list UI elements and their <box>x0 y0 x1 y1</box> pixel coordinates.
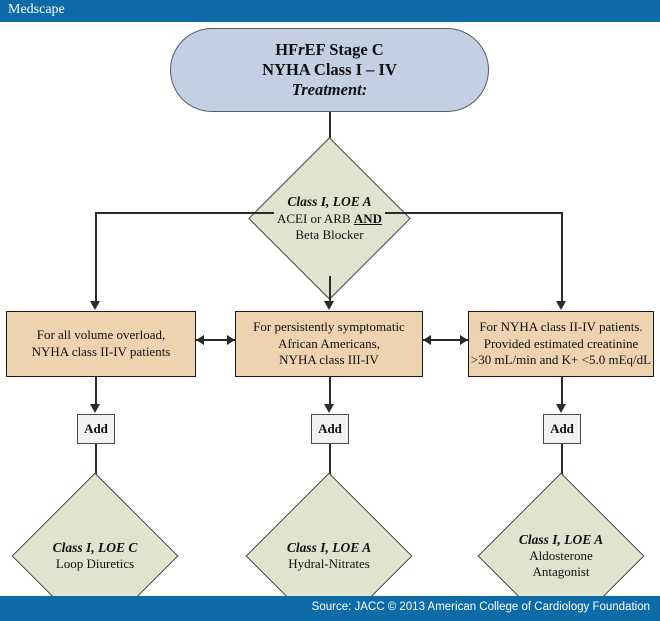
connector-to-box-middle <box>329 276 331 302</box>
branch-bus-left <box>96 212 274 214</box>
connector-box-middle-to-add <box>329 377 331 405</box>
connector-box-left-to-add <box>95 377 97 405</box>
add-label-right: Add <box>550 421 574 436</box>
criteria-mid-line-2: African Americans, <box>278 335 380 351</box>
medscape-header-bar: Medscape <box>0 0 660 22</box>
connector-box-right-to-add <box>561 377 563 405</box>
link-middle-right-line <box>423 339 468 341</box>
box-criteria-creatinine-potassium: For NYHA class II-IV patients. Provided … <box>468 311 654 377</box>
add-label-middle: Add <box>318 421 342 436</box>
connector-add-left-to-therapy <box>95 444 97 490</box>
box-criteria-volume-overload: For all volume overload, NYHA class II-I… <box>6 311 196 377</box>
title-line-1: HFrEF Stage C <box>275 39 384 59</box>
add-box-left: Add <box>77 414 115 444</box>
arrowhead-box-right <box>556 301 566 310</box>
node-hfref-stage-c: HFrEF Stage C NYHA Class I – IV Treatmen… <box>170 28 489 112</box>
box-criteria-african-americans: For persistently symptomatic African Ame… <box>235 311 423 377</box>
arrowhead-left-middle-west <box>196 335 204 345</box>
criteria-mid-line-3: NYHA class III-IV <box>279 352 379 368</box>
connector-add-right-to-therapy <box>561 444 563 490</box>
source-citation: Source: JACC © 2013 American College of … <box>311 601 650 613</box>
arrowhead-box-left <box>90 301 100 310</box>
title-line-3: Treatment: <box>291 80 368 100</box>
arrowhead-add-middle <box>324 404 334 413</box>
medscape-logo-text: Medscape <box>8 2 65 17</box>
title-line-2: NYHA Class I – IV <box>262 59 397 79</box>
arrowhead-left-middle-east <box>227 335 235 345</box>
link-left-middle-line <box>196 339 235 341</box>
criteria-right-line-1: For NYHA class II-IV patients. <box>479 319 643 335</box>
arrowhead-middle-right-east <box>460 335 468 345</box>
source-footer-bar: Source: JACC © 2013 American College of … <box>0 596 660 621</box>
criteria-left-line-2: NYHA class II-IV patients <box>31 344 171 359</box>
connector-add-middle-to-therapy <box>329 444 331 490</box>
connector-to-box-right <box>561 212 563 302</box>
arrowhead-add-left <box>90 404 100 413</box>
branch-bus-right <box>385 212 563 214</box>
node-decision-acei-arb-beta-blocker: Class I, LOE A ACEI or ARB AND Beta Bloc… <box>248 137 411 300</box>
criteria-right-line-3: >30 mL/min and K+ <5.0 mEq/dL <box>470 352 652 368</box>
add-label-left: Add <box>84 421 108 436</box>
arrowhead-box-middle <box>324 301 334 310</box>
arrowhead-add-right <box>556 404 566 413</box>
flowchart-canvas: HFrEF Stage C NYHA Class I – IV Treatmen… <box>0 22 660 621</box>
arrowhead-middle-right-west <box>423 335 431 345</box>
criteria-left-line-1: For all volume overload, <box>36 327 166 343</box>
add-box-right: Add <box>543 414 581 444</box>
criteria-mid-line-1: For persistently symptomatic <box>253 319 405 335</box>
add-box-middle: Add <box>311 414 349 444</box>
connector-title-to-decision <box>329 112 331 154</box>
connector-to-box-left <box>95 212 97 302</box>
criteria-right-line-2: Provided estimated creatinine <box>483 335 639 351</box>
